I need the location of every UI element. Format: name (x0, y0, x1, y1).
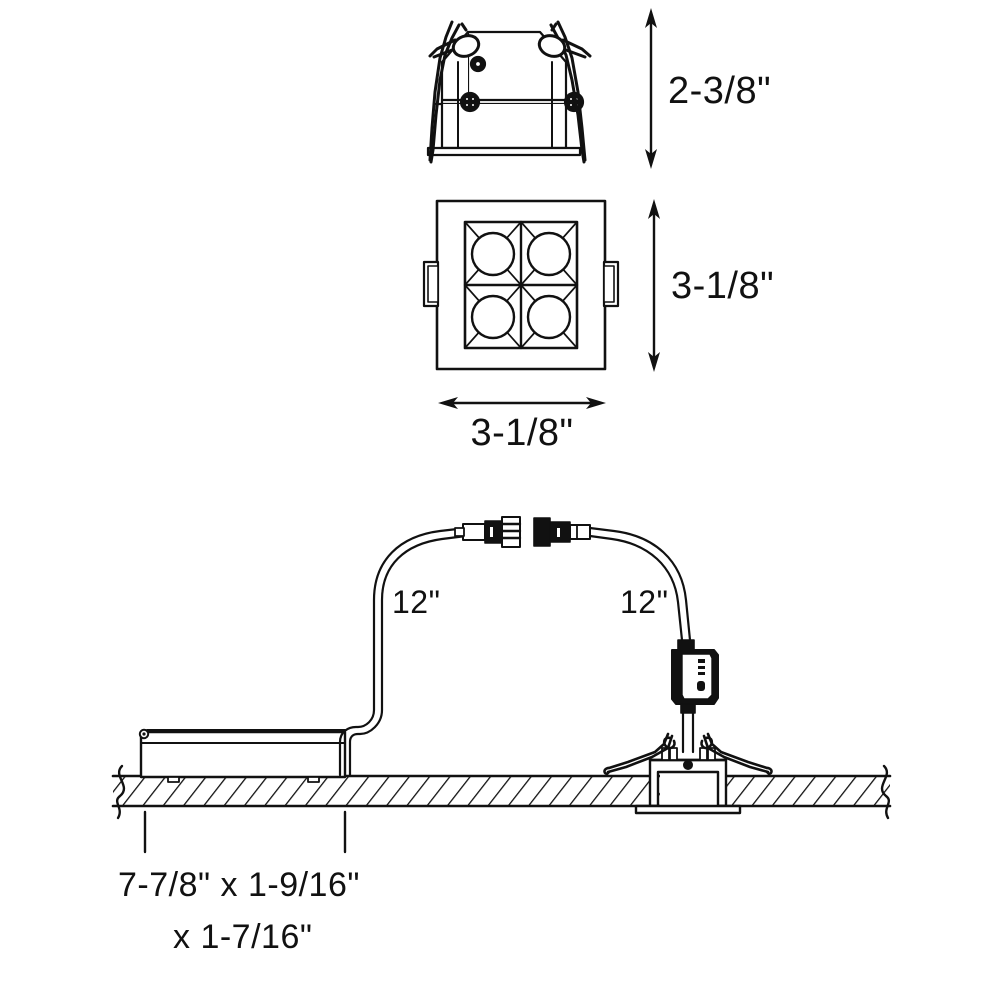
connector-male-strain-relief (454, 527, 465, 537)
connector-male-sleeve (462, 523, 486, 541)
cable-length-label-left: 12" (392, 584, 441, 620)
junction-box-hinge-pin (142, 732, 146, 736)
housing-standoff-left-b (669, 747, 678, 761)
junction-box-leader-lines (143, 810, 347, 854)
connector-male-ribs (500, 522, 522, 540)
recessed-housing (603, 732, 773, 815)
dimension-line-trim-width (438, 397, 606, 409)
driver-led-a (698, 659, 705, 663)
pivot-rivet-left-hole-d (469, 101, 477, 109)
housing-center-rivet (683, 760, 693, 770)
ceiling-break-right (880, 764, 891, 820)
pivot-rivet-right-hole-a (567, 95, 575, 103)
quick-connect-male (454, 516, 522, 548)
junction-box-body (139, 730, 347, 779)
junction-box-foot-right (307, 776, 320, 783)
driver-face (681, 653, 713, 700)
housing-trim-ring (634, 804, 742, 815)
aperture-top-left (470, 231, 516, 277)
junction-box-note-line-1: 7-7/8" x 1-9/16" (118, 866, 360, 904)
driver-cable-gland-top (677, 639, 695, 651)
dimension-label-trim-height: 3-1/8" (671, 265, 775, 307)
pivot-rivet-left-hole-c (463, 101, 471, 109)
pivot-rivet-left-hole-a (463, 95, 471, 103)
pivot-rivet-left-hole-b (469, 95, 477, 103)
dimension-line-trim-height (648, 199, 660, 372)
housing-screw-boss-top-hole (473, 59, 483, 69)
spring-clip-left (428, 20, 481, 164)
aperture-bottom-right (526, 294, 572, 340)
connector-female-sleeve (569, 524, 591, 540)
spring-clip-install-left (603, 732, 676, 776)
cable-length-label-right: 12" (620, 584, 669, 620)
dimension-label-trim-width: 3-1/8" (470, 412, 574, 454)
cable-left (338, 526, 468, 777)
junction-box-foot-left (167, 776, 180, 783)
spring-clip-right (537, 20, 592, 164)
aperture-top-right (526, 231, 572, 277)
dimension-label-housing-height: 2-3/8" (668, 70, 772, 112)
cable-driver-to-housing (681, 711, 695, 754)
connector-female-collar (533, 517, 551, 547)
housing-standoff-right-a (699, 747, 708, 761)
driver-switch (697, 681, 705, 691)
aperture-bottom-left (470, 294, 516, 340)
cable-right (588, 526, 692, 642)
mounting-tab-right-inner (603, 265, 615, 303)
driver-led-c (698, 672, 705, 675)
driver-led-b (698, 666, 705, 669)
connector-male-keyway (490, 527, 493, 537)
connector-male-body (484, 520, 503, 544)
junction-box-note-line-2: x 1-7/16" (173, 918, 313, 956)
ceiling-hatch-fill (113, 776, 890, 806)
connector-female-keyway (557, 528, 560, 537)
ceiling-break-left (115, 764, 126, 820)
housing-standoff-right-b (707, 747, 716, 761)
led-driver (671, 639, 719, 714)
mounting-tab-left-inner (427, 265, 439, 303)
ceiling-cutout-mask (660, 772, 725, 810)
dimension-line-housing-height (645, 8, 657, 169)
pivot-rivet-right-hole-c (567, 101, 575, 109)
quick-connect-female (533, 517, 591, 547)
driver-cable-gland-bottom (680, 703, 696, 714)
housing-trim-flange (426, 146, 582, 157)
spring-clip-install-right (700, 732, 773, 776)
